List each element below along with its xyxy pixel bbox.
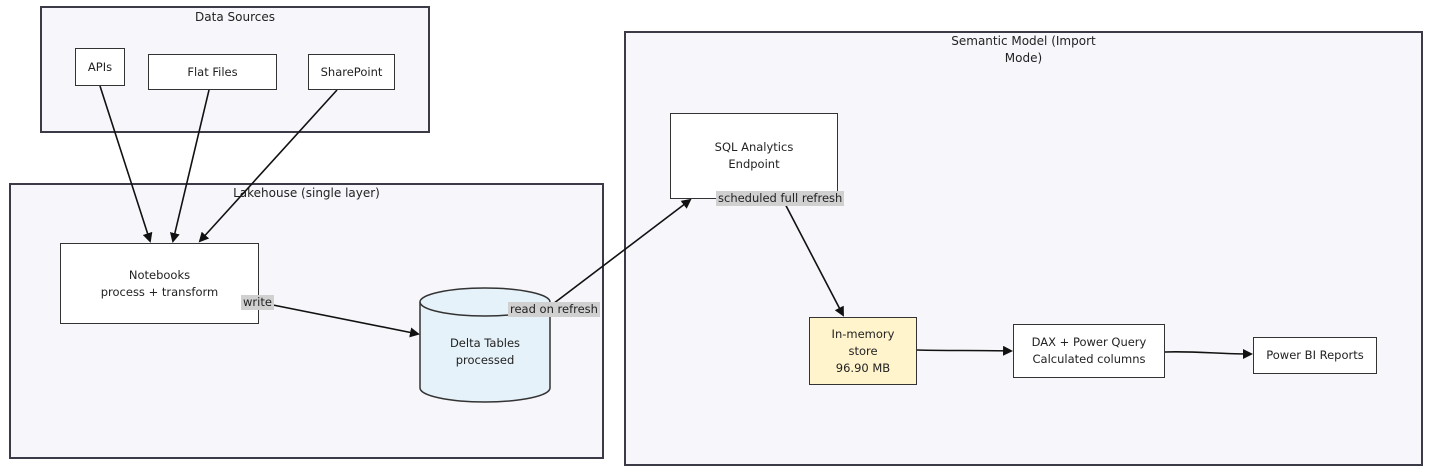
node-inmemory-line2: store [848,343,878,358]
edge-dax-to-powerbi [1164,348,1253,359]
delta-tables-cylinder [419,287,551,403]
node-delta-tables[interactable]: Delta Tables processed [420,335,550,369]
cluster-title-semantic-model-line1: Semantic Model (Import [951,34,1096,48]
node-flat-files[interactable]: Flat Files [148,54,277,90]
node-sql-line1: SQL Analytics [714,140,794,154]
node-notebooks-line2: process + transform [100,284,219,299]
node-inmemory-store[interactable]: In-memory store 96.90 MB [809,317,917,385]
edge-label-scheduled-full-refresh: scheduled full refresh [716,191,845,206]
edge-flatfiles-to-notebooks [169,89,210,243]
node-sql-line2: Endpoint [728,157,780,171]
edge-apis-to-notebooks [99,85,153,243]
node-dax-power-query[interactable]: DAX + Power Query Calculated columns [1013,324,1165,378]
edge-label-write: write [241,295,274,310]
edge-sharepoint-to-notebooks [198,89,338,243]
node-power-bi-reports[interactable]: Power BI Reports [1253,337,1377,374]
edge-sql-to-inmemory [781,197,844,317]
node-inmemory-line3: 96.90 MB [835,360,891,375]
node-sharepoint-label: SharePoint [320,64,383,79]
node-sharepoint[interactable]: SharePoint [308,54,395,90]
node-powerbi-label: Power BI Reports [1266,348,1364,362]
node-dax-line1: DAX + Power Query [1031,335,1147,349]
node-notebooks[interactable]: Notebooks process + transform [60,243,259,324]
node-apis-label: APIs [87,59,113,74]
cluster-semantic-model: Semantic Model (Import Mode) [624,31,1423,466]
cluster-title-data-sources: Data Sources [195,10,275,24]
edge-notebooks-to-delta [257,301,420,338]
edge-inmemory-to-dax [916,345,1013,356]
node-delta-tables-line2: processed [455,353,515,367]
node-inmemory-line1: In-memory [831,326,895,341]
node-dax-line2: Calculated columns [1032,352,1146,366]
cluster-title-lakehouse: Lakehouse (single layer) [233,186,380,200]
node-apis[interactable]: APIs [75,48,125,86]
cluster-title-semantic-model-line2: Mode) [1004,51,1043,65]
node-sql-analytics-endpoint[interactable]: SQL Analytics Endpoint [670,113,838,199]
edge-delta-to-sql [544,198,692,311]
edge-label-read-on-refresh: read on refresh [508,302,600,317]
node-delta-tables-line1: Delta Tables [449,336,521,350]
node-notebooks-line1: Notebooks [128,267,191,282]
node-flat-files-label: Flat Files [187,64,238,79]
